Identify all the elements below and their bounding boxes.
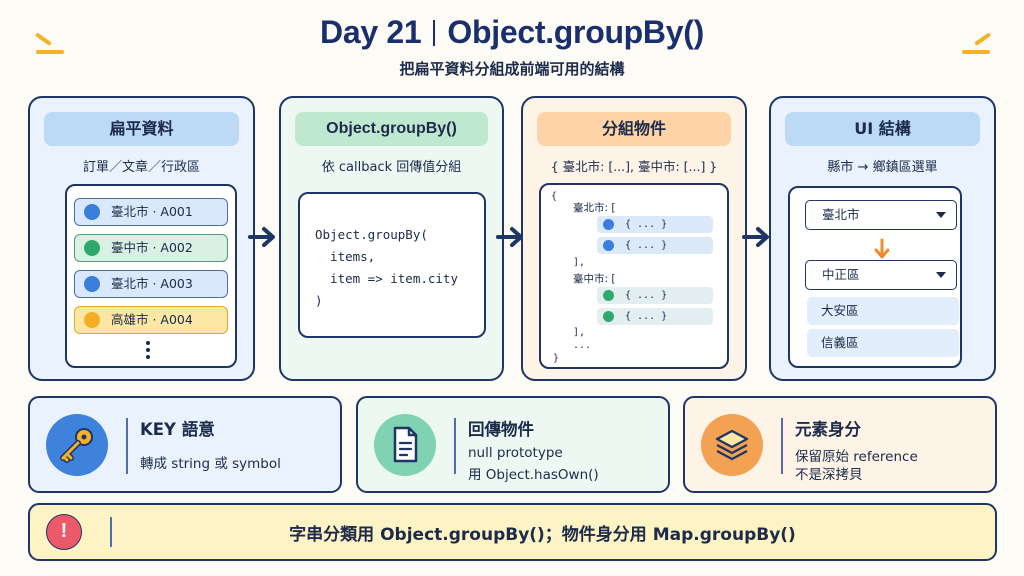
panel-subheading: 訂單／文章／行政區	[82, 160, 200, 175]
decoration-right-icon	[956, 26, 992, 60]
card-title: 回傳物件	[468, 420, 534, 439]
arrow-right-icon	[248, 227, 275, 247]
group-key: 臺北市: [	[573, 202, 616, 214]
record-item: 臺北市 · A001	[74, 198, 228, 226]
entry-label: { ... }	[625, 219, 668, 230]
panel-heading: Object.groupBy()	[295, 112, 488, 146]
code-bracket: ],	[573, 257, 586, 268]
record-list: 臺北市 · A001 臺中市 · A002 臺北市 · A003 高雄市 · A…	[65, 184, 237, 368]
blue-dot-icon	[84, 276, 100, 292]
document-icon	[374, 414, 436, 476]
card-text: 用 Object.hasOwn()	[468, 467, 599, 483]
code-box: Object.groupBy( items, item => item.city…	[298, 192, 486, 338]
record-label: 高雄市 · A004	[111, 312, 193, 327]
entry-label: { ... }	[625, 240, 668, 251]
caret-down-icon	[936, 212, 946, 218]
blue-dot-icon	[603, 240, 614, 251]
green-dot-icon	[603, 290, 614, 301]
entry-label: { ... }	[625, 311, 668, 322]
record-item: 高雄市 · A004	[74, 306, 228, 334]
code-bracket: ],	[573, 327, 586, 338]
card-text: 轉成 string 或 symbol	[140, 456, 281, 472]
card-text: null prototype	[468, 445, 563, 461]
title-separator	[433, 20, 436, 46]
footer-text: 字串分類用 Object.groupBy()；物件身分用 Map.groupBy…	[289, 525, 796, 545]
panel-ui-structure: UI 結構 縣市 → 鄉鎮區選單 臺北市 中正區 大安區 信義區	[769, 96, 996, 381]
card-text: 不是深拷貝	[795, 467, 863, 483]
code-snippet: Object.groupBy( items, item => item.city…	[315, 227, 458, 308]
divider	[781, 418, 783, 474]
title-right: Object.groupBy()	[447, 14, 704, 50]
yellow-dot-icon	[84, 312, 100, 328]
district-option[interactable]: 大安區	[807, 297, 959, 325]
blue-dot-icon	[84, 204, 100, 220]
info-card-return-object: 回傳物件 null prototype 用 Object.hasOwn()	[356, 396, 670, 493]
info-card-key: KEY 語意 轉成 string 或 symbol	[28, 396, 342, 493]
record-label: 臺北市 · A003	[111, 276, 193, 291]
group-entry: { ... }	[597, 287, 713, 304]
title-left: Day 21	[320, 14, 422, 50]
page-title: Day 21 Object.groupBy()	[0, 14, 1024, 51]
divider	[454, 418, 456, 474]
code-brace: {	[551, 191, 558, 202]
arrow-right-icon	[742, 227, 769, 247]
warning-icon: !	[46, 514, 82, 550]
record-label: 臺中市 · A002	[111, 240, 193, 255]
record-item: 臺北市 · A003	[74, 270, 228, 298]
code-brace: }	[553, 353, 560, 364]
layers-icon	[701, 414, 763, 476]
green-dot-icon	[84, 240, 100, 256]
panel-heading: 分組物件	[537, 112, 731, 146]
panel-subheading: 依 callback 回傳值分組	[321, 160, 462, 175]
panel-heading: 扁平資料	[44, 112, 239, 146]
group-entry: { ... }	[597, 216, 713, 233]
record-item: 臺中市 · A002	[74, 234, 228, 262]
district-option[interactable]: 信義區	[807, 329, 959, 357]
panel-subheading: { 臺北市: [...], 臺中市: [...] }	[550, 159, 718, 174]
more-ellipsis-icon	[146, 341, 152, 362]
divider	[126, 418, 128, 474]
code-ellipsis: ...	[573, 340, 592, 351]
footer-tip: ! 字串分類用 Object.groupBy()；物件身分用 Map.group…	[28, 503, 997, 561]
card-text: 保留原始 reference	[795, 449, 918, 465]
object-box: { 臺北市: [ { ... } { ... } ], 臺中市: [ { ...…	[539, 183, 729, 369]
green-dot-icon	[603, 311, 614, 322]
group-entry: { ... }	[597, 308, 713, 325]
panel-subheading: 縣市 → 鄉鎮區選單	[827, 160, 938, 175]
panel-flat-data: 扁平資料 訂單／文章／行政區 臺北市 · A001 臺中市 · A002 臺北市…	[28, 96, 255, 381]
panel-heading: UI 結構	[785, 112, 980, 146]
group-key: 臺中市: [	[573, 273, 616, 285]
page-subtitle: 把扁平資料分組成前端可用的結構	[399, 60, 625, 78]
card-title: KEY 語意	[140, 420, 215, 439]
select-value: 中正區	[822, 267, 860, 282]
caret-down-icon	[936, 272, 946, 278]
card-title: 元素身分	[795, 420, 861, 439]
entry-label: { ... }	[625, 290, 668, 301]
city-select[interactable]: 臺北市	[805, 200, 957, 230]
group-entry: { ... }	[597, 237, 713, 254]
district-select[interactable]: 中正區	[805, 260, 957, 290]
divider	[110, 517, 112, 547]
info-card-element-identity: 元素身分 保留原始 reference 不是深拷貝	[683, 396, 997, 493]
arrow-down-icon	[874, 238, 890, 259]
select-value: 臺北市	[822, 207, 860, 222]
key-icon	[46, 414, 108, 476]
record-label: 臺北市 · A001	[111, 204, 193, 219]
panel-grouped-object: 分組物件 { 臺北市: [...], 臺中市: [...] } { 臺北市: […	[521, 96, 747, 381]
ui-mock: 臺北市 中正區 大安區 信義區	[788, 186, 962, 368]
panel-groupby: Object.groupBy() 依 callback 回傳值分組 Object…	[279, 96, 504, 381]
blue-dot-icon	[603, 219, 614, 230]
decoration-left-icon	[34, 26, 70, 60]
